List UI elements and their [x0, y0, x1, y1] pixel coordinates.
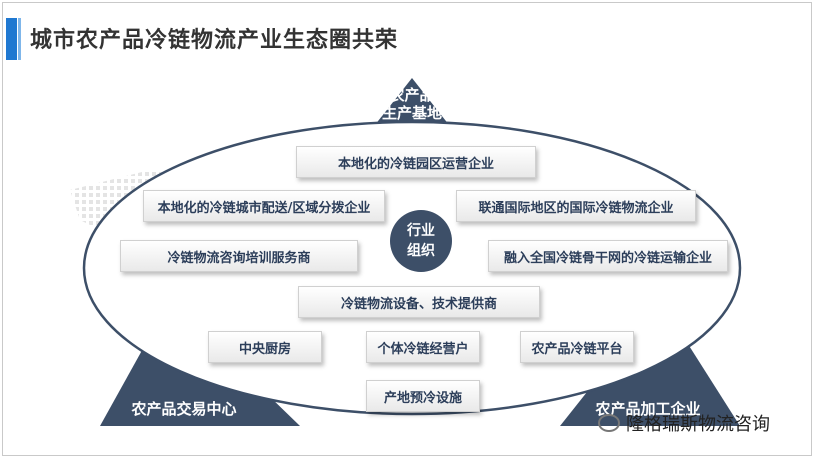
box-international: 联通国际地区的国际冷链物流企业 [456, 190, 696, 222]
box-park-operator: 本地化的冷链园区运营企业 [296, 146, 536, 178]
page-title: 城市农产品冷链物流产业生态圈共荣 [30, 28, 399, 53]
watermark: 隆格瑞斯物流咨询 [598, 410, 770, 436]
right-triangle-label: 农产品加工企业 [595, 400, 701, 418]
box-central-kitchen: 中央厨房 [208, 331, 322, 363]
box-precooling: 产地预冷设施 [366, 380, 480, 412]
top-triangle-label: 农产品 生产基地 [381, 86, 442, 122]
box-consulting: 冷链物流咨询培训服务商 [120, 240, 358, 272]
box-city-distribution: 本地化的冷链城市配送/区域分拨企业 [143, 190, 385, 222]
box-cold-chain-platform: 农产品冷链平台 [520, 331, 634, 363]
box-backbone-transport: 融入全国冷链骨干网的冷链运输企业 [488, 240, 728, 272]
box-individual-operator: 个体冷链经营户 [366, 331, 480, 363]
watermark-text: 隆格瑞斯物流咨询 [626, 414, 770, 435]
box-equipment: 冷链物流设备、技术提供商 [298, 286, 540, 318]
title-accent-bar [6, 18, 17, 60]
title-accent-bar-light [18, 18, 21, 60]
wechat-icon [598, 414, 620, 432]
left-triangle-label: 农产品交易中心 [131, 400, 237, 418]
industry-org-circle: 行业 组织 [390, 210, 452, 272]
